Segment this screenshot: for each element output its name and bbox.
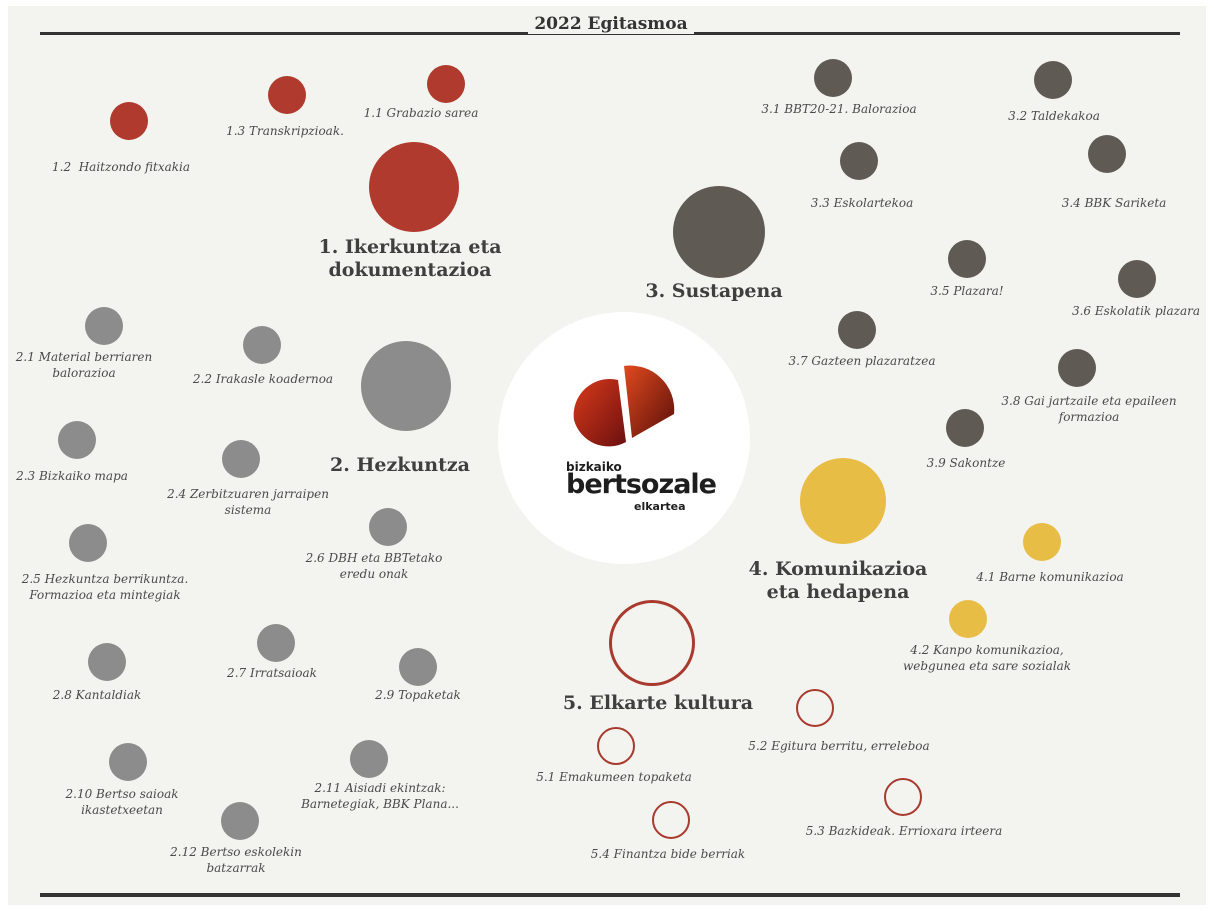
item-bubble-3-5 (948, 240, 986, 278)
section-heading-1: 1. Ikerkuntza eta dokumentazioa (318, 236, 502, 281)
page-title: 2022 Egitasmoa (528, 14, 694, 34)
item-bubble-4-1 (1023, 523, 1061, 561)
logo-text-main: bertsozale (566, 469, 717, 500)
logo-pie-icon (573, 365, 675, 447)
section-heading-5: 5. Elkarte kultura (562, 692, 754, 714)
item-label-1-2: 1.2 Haitzondo fitxakia (52, 160, 190, 174)
item-bubble-2-1 (85, 307, 123, 345)
section-bubble-4 (800, 458, 886, 544)
item-label-3-6: 3.6 Eskolatik plazara (1071, 304, 1201, 318)
section-bubble-5 (609, 600, 695, 686)
item-bubble-2-10 (109, 743, 147, 781)
item-bubble-5-2 (796, 689, 834, 727)
section-bubble-1 (369, 142, 459, 232)
item-bubble-2-11 (350, 740, 388, 778)
item-label-2-11: 2.11 Aisiadi ekintzak: Barnetegiak, BBK … (301, 781, 459, 811)
item-label-2-5: 2.5 Hezkuntza berrikuntza. Formazioa eta… (21, 572, 189, 602)
item-bubble-2-12 (221, 802, 259, 840)
section-heading-4: 4. Komunikazioa eta hedapena (748, 558, 928, 603)
item-label-2-10: 2.10 Bertso saioak ikastetxeetan (65, 787, 179, 817)
item-label-2-6: 2.6 DBH eta BBTetako eredu onak (305, 551, 443, 581)
bottom-rule (40, 893, 1180, 897)
item-bubble-5-1 (597, 727, 635, 765)
item-label-3-3: 3.3 Eskolartekoa (810, 196, 914, 210)
item-bubble-3-6 (1118, 260, 1156, 298)
logo-text-bottom: elkartea (634, 500, 686, 513)
item-bubble-1-2 (110, 102, 148, 140)
item-label-3-9: 3.9 Sakontze (926, 456, 1006, 470)
item-bubble-2-9 (399, 648, 437, 686)
item-bubble-4-2 (949, 600, 987, 638)
item-label-5-3: 5.3 Bazkideak. Errioxara irteera (805, 824, 1003, 838)
section-heading-3: 3. Sustapena (645, 280, 783, 302)
item-label-3-5: 3.5 Plazara! (930, 284, 1004, 298)
item-bubble-2-6 (369, 508, 407, 546)
section-heading-2: 2. Hezkuntza (330, 454, 470, 476)
item-label-2-7: 2.7 Irratsaioak (227, 666, 317, 680)
item-bubble-2-5 (69, 524, 107, 562)
item-bubble-1-3 (268, 76, 306, 114)
logo-text-top: bizkaiko (566, 460, 622, 474)
section-bubble-3 (673, 186, 765, 278)
item-label-2-8: 2.8 Kantaldiak (52, 688, 142, 702)
item-bubble-3-3 (840, 142, 878, 180)
item-bubble-2-8 (88, 643, 126, 681)
item-bubble-3-7 (838, 311, 876, 349)
item-label-1-3: 1.3 Transkripzioak. (226, 124, 344, 138)
item-label-3-8: 3.8 Gai jartzaile eta epaileen formazioa (1001, 394, 1177, 424)
item-label-4-2: 4.2 Kanpo komunikazioa, webgunea eta sar… (902, 643, 1072, 673)
item-bubble-3-9 (946, 409, 984, 447)
item-bubble-3-8 (1058, 349, 1096, 387)
item-label-2-9: 2.9 Topaketak (375, 688, 461, 702)
item-bubble-2-7 (257, 624, 295, 662)
item-bubble-3-1 (814, 59, 852, 97)
item-label-2-3: 2.3 Bizkaiko mapa (16, 469, 128, 483)
item-label-5-2: 5.2 Egitura berritu, erreleboa (748, 739, 930, 753)
item-label-3-7: 3.7 Gazteen plazaratzea (788, 354, 936, 368)
item-bubble-2-3 (58, 421, 96, 459)
item-label-5-1: 5.1 Emakumeen topaketa (536, 770, 692, 784)
item-label-2-4: 2.4 Zerbitzuaren jarraipen sistema (167, 487, 329, 517)
item-bubble-5-4 (652, 801, 690, 839)
section-bubble-2 (361, 341, 451, 431)
item-bubble-3-2 (1034, 61, 1072, 99)
item-label-2-2: 2.2 Irakasle koadernoa (192, 372, 334, 386)
item-label-5-4: 5.4 Finantza bide berriak (590, 847, 746, 861)
item-label-3-4: 3.4 BBK Sariketa (1061, 196, 1167, 210)
item-label-2-12: 2.12 Bertso eskolekin batzarrak (170, 845, 302, 875)
item-bubble-5-3 (884, 778, 922, 816)
item-bubble-1-1 (427, 65, 465, 103)
item-label-4-1: 4.1 Barne komunikazioa (976, 570, 1124, 584)
item-label-1-1: 1.1 Grabazio sarea (363, 106, 479, 120)
item-label-3-1: 3.1 BBT20-21. Balorazioa (761, 102, 917, 116)
item-bubble-2-4 (222, 440, 260, 478)
item-label-2-1: 2.1 Material berriaren balorazioa (15, 350, 153, 380)
item-bubble-2-2 (243, 326, 281, 364)
item-bubble-3-4 (1088, 135, 1126, 173)
item-label-3-2: 3.2 Taldekakoa (1008, 109, 1100, 123)
